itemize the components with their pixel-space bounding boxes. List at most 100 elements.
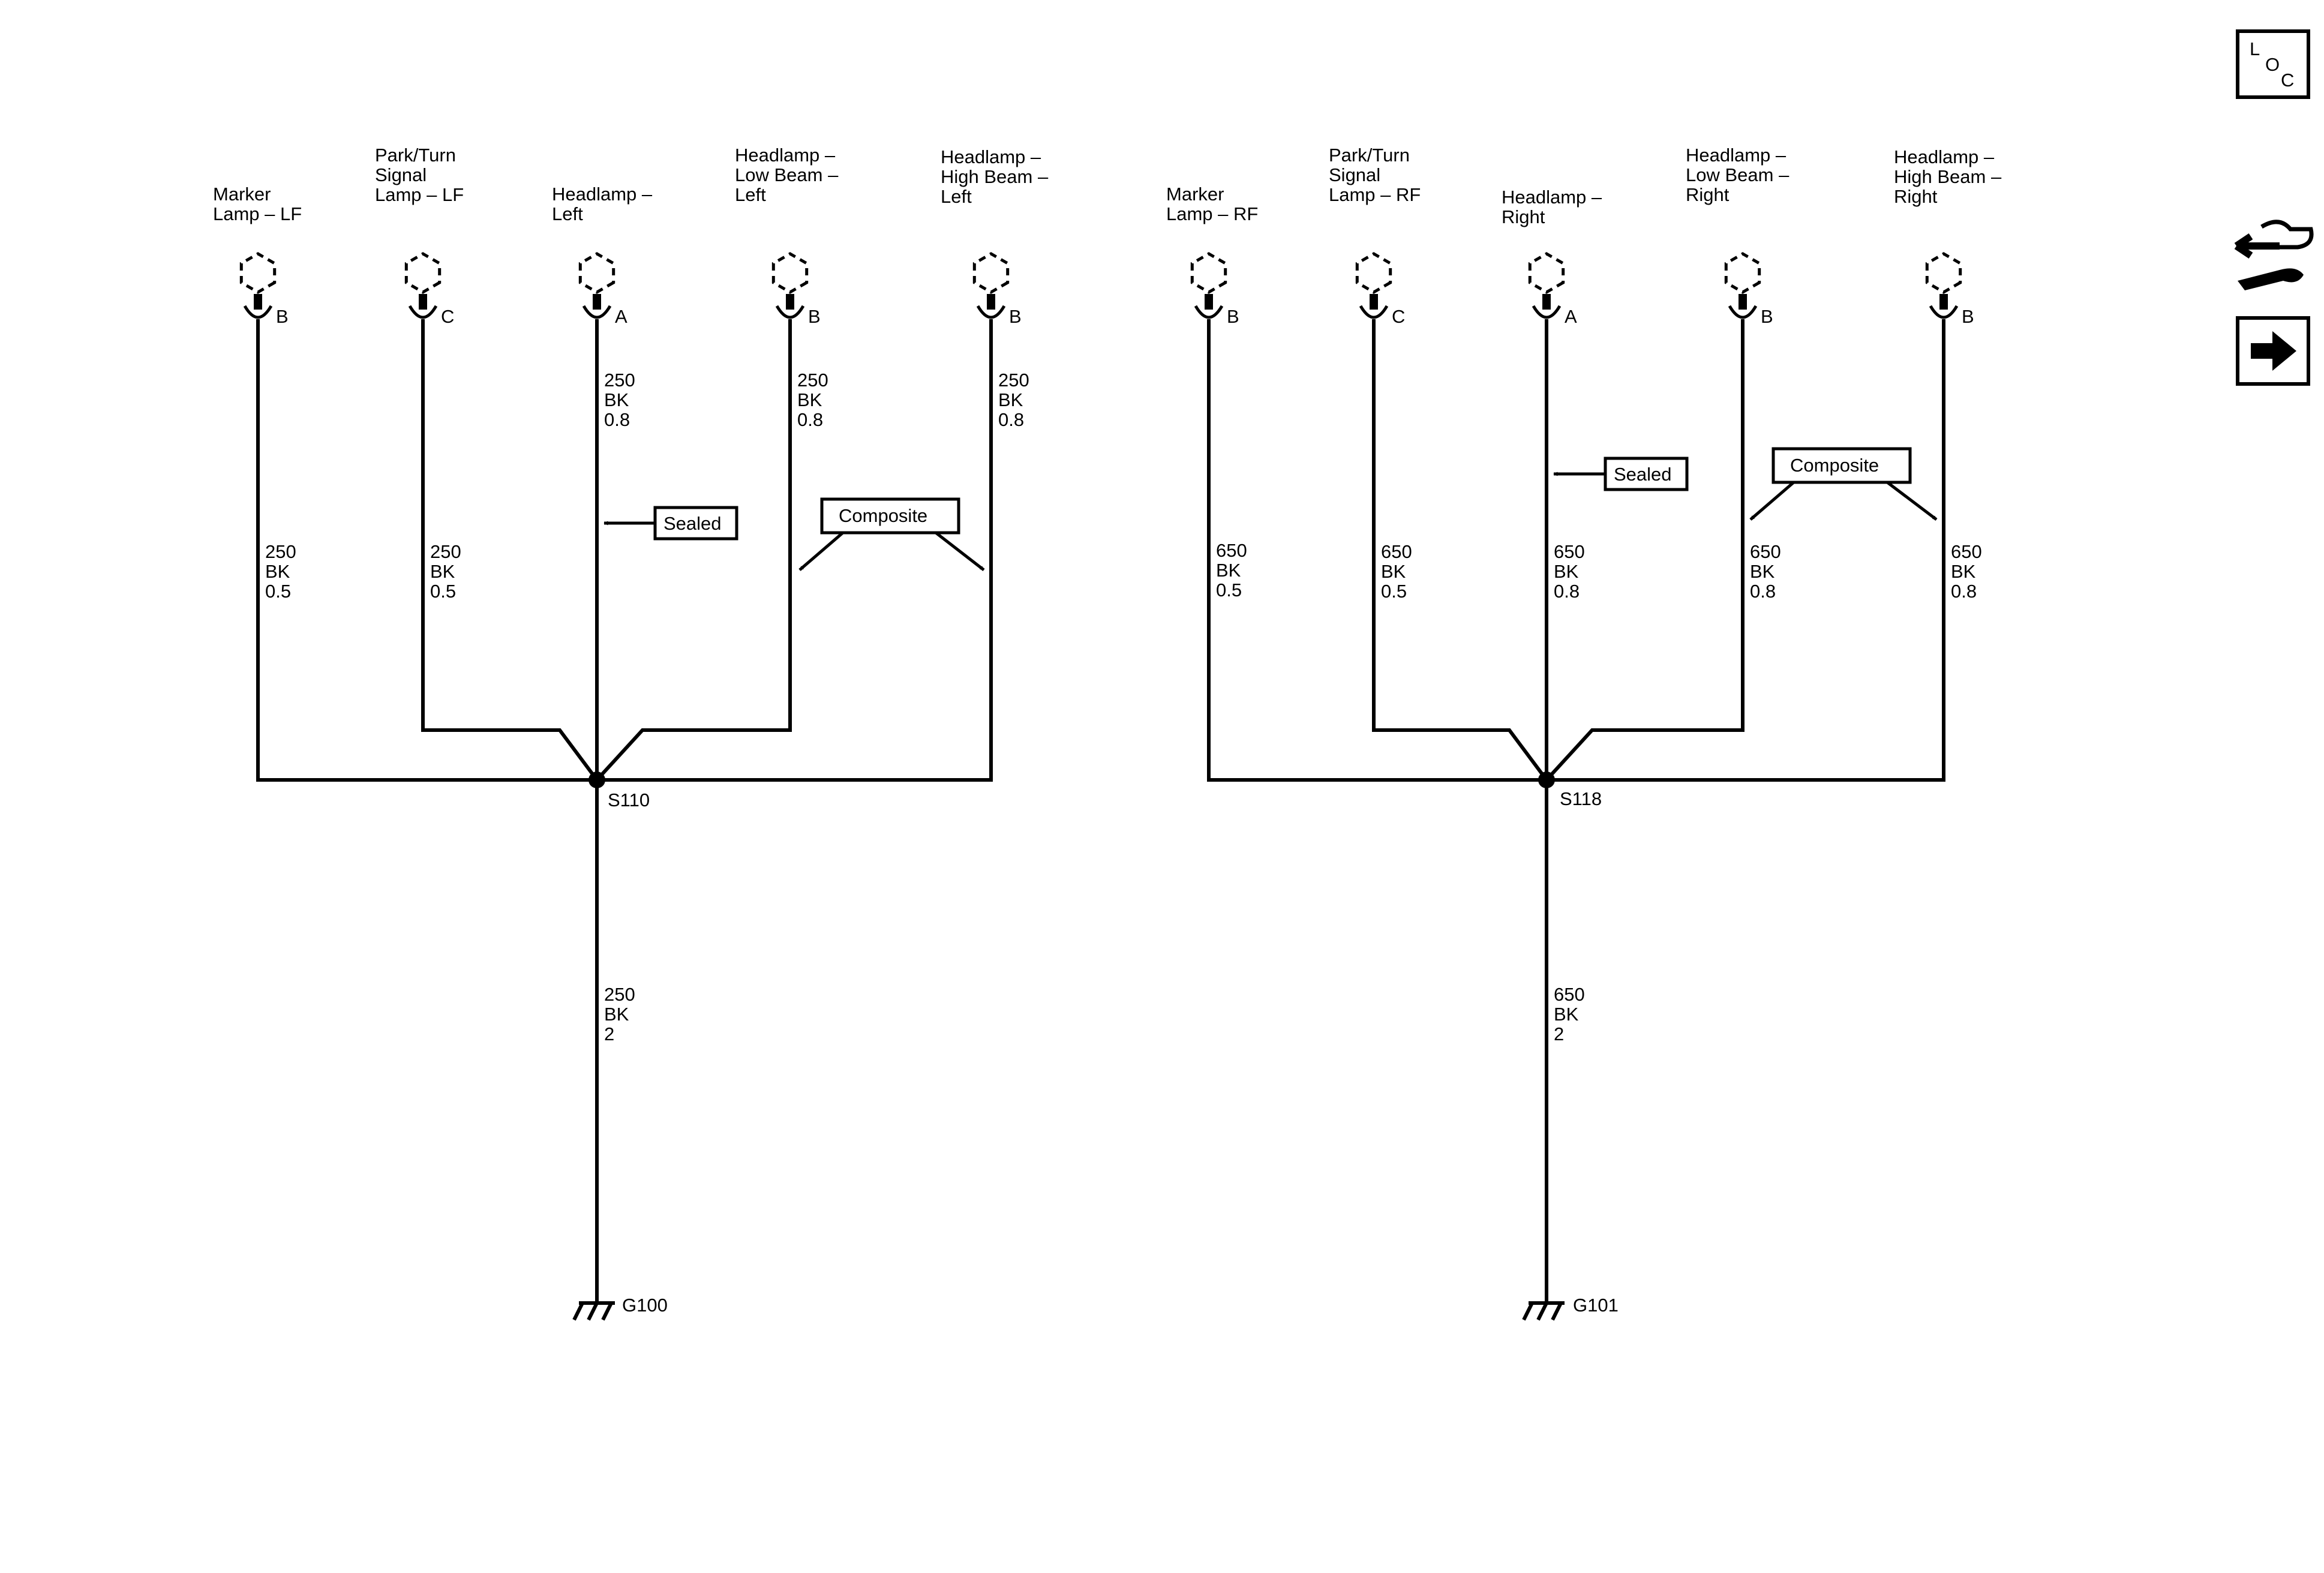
left-sealed-callout: Sealed — [603, 506, 738, 541]
left-component-3-name-line-2: Left — [552, 203, 583, 224]
left-component-2-name-line-3: Lamp – LF — [375, 184, 464, 205]
right-wire-2-label-line-2: BK — [1381, 561, 1406, 582]
left-component-5-name-line-1: Headlamp – — [941, 146, 1041, 167]
left-pin-1: B — [276, 306, 289, 327]
right-component-1-name-line-2: Lamp – RF — [1166, 203, 1258, 224]
left-wiring — [256, 319, 993, 1305]
left-wire-3-label-line-1: 250 — [604, 370, 635, 391]
right-splice-label: S118 — [1560, 788, 1602, 809]
left-wire-4-label-line-3: 0.8 — [797, 409, 823, 430]
loc-letter-c: C — [2281, 70, 2294, 91]
right-wire-4-label-line-1: 650 — [1750, 541, 1781, 562]
splice-point-icon — [588, 772, 605, 788]
connector-cup-icon — [1194, 305, 1224, 319]
left-wire-5-label-line-2: BK — [998, 389, 1023, 410]
lamp-outline-icon — [239, 252, 277, 294]
terminal-pin-icon — [1205, 294, 1213, 310]
left-wire-1-label-line-3: 0.5 — [265, 581, 291, 602]
wire-outer-branches — [256, 319, 993, 782]
lamp-outline-icon — [771, 252, 809, 294]
left-component-2-name-line-1: Park/Turn — [375, 145, 456, 166]
right-component-2-name-line-3: Lamp – RF — [1329, 184, 1421, 205]
left-trunk-wire-label-line-1: 250 — [604, 984, 635, 1005]
left-component-5-name-line-3: Left — [941, 186, 972, 207]
right-component-5-name-line-1: Headlamp – — [1894, 146, 1995, 167]
left-component-3-name-line-1: Headlamp – — [552, 184, 653, 205]
right-wire-2-label-line-3: 0.5 — [1381, 581, 1407, 602]
left-component-4-name-line-3: Left — [735, 184, 766, 205]
right-component-1-name-line-1: Marker — [1166, 184, 1224, 205]
right-component-4-name-line-1: Headlamp – — [1686, 145, 1786, 166]
terminal-pin-icon — [254, 294, 262, 310]
right-trunk-wire-label-line-1: 650 — [1554, 984, 1585, 1005]
splice-point-icon — [1538, 772, 1555, 788]
right-wire-1-label-line-3: 0.5 — [1216, 580, 1242, 601]
left-wire-1-label-line-2: BK — [265, 561, 290, 582]
right-pin-5: B — [1962, 306, 1974, 327]
left-pin-4: B — [808, 306, 821, 327]
right-wire-5-label-line-3: 0.8 — [1951, 581, 1977, 602]
connector-cup-icon — [582, 305, 612, 319]
left-trunk-wire-label-line-2: BK — [604, 1004, 629, 1025]
lamp-outline-icon — [1724, 252, 1761, 294]
terminal-pin-icon — [1739, 294, 1747, 310]
left-wire-2-label-line-3: 0.5 — [430, 581, 456, 602]
lamp-outline-icon — [1355, 252, 1392, 294]
right-wire-5-label-line-2: BK — [1951, 561, 1976, 582]
terminal-pin-icon — [593, 294, 601, 310]
left-wire-4-label-line-1: 250 — [797, 370, 828, 391]
left-trunk-wire-label-line-3: 2 — [604, 1023, 614, 1044]
left-component-1-name-line-1: Marker — [213, 184, 271, 205]
lamp-outline-icon — [578, 252, 615, 294]
right-pin-2: C — [1392, 306, 1405, 327]
right-trunk-wire-label-line-2: BK — [1554, 1004, 1579, 1025]
right-sealed-callout: Sealed — [1553, 457, 1689, 491]
right-pin-4: B — [1761, 306, 1773, 327]
wire-outer-branches — [1207, 319, 1945, 782]
sealed-label: Sealed — [1614, 464, 1672, 485]
right-composite-callout: Composite — [1749, 447, 1938, 521]
connector-repair-icon[interactable] — [2234, 220, 2314, 290]
right-pin-1: B — [1227, 306, 1239, 327]
loc-letter-o: O — [2265, 54, 2280, 75]
left-component-1-name-line-2: Lamp – LF — [213, 203, 302, 224]
left-wire-2-label-line-2: BK — [430, 561, 455, 582]
right-wire-1-label-line-2: BK — [1216, 560, 1241, 581]
lamp-outline-icon — [1925, 252, 1962, 294]
loc-icon[interactable]: L O C — [2236, 29, 2310, 99]
connector-cup-icon — [976, 305, 1006, 319]
next-page-arrow-icon[interactable] — [2236, 316, 2310, 386]
left-pin-5: B — [1009, 306, 1022, 327]
left-component-5-name-line-2: High Beam – — [941, 166, 1049, 187]
left-wire-3-label-line-3: 0.8 — [604, 409, 630, 430]
loc-letter-l: L — [2250, 38, 2260, 59]
right-component-2-name-line-2: Signal — [1329, 164, 1380, 185]
right-wire-3-label-line-2: BK — [1554, 561, 1579, 582]
right-wire-1-label-line-1: 650 — [1216, 540, 1247, 561]
terminal-pin-icon — [1370, 294, 1378, 310]
connector-cup-icon — [408, 305, 438, 319]
lamp-outline-icon — [1528, 252, 1565, 294]
left-pin-3: A — [615, 306, 627, 327]
wire-inner-branch-1 — [421, 319, 600, 783]
right-pin-3: A — [1565, 306, 1577, 327]
right-component-4-name-line-3: Right — [1686, 184, 1730, 205]
sealed-label: Sealed — [663, 513, 722, 534]
composite-label: Composite — [1790, 455, 1879, 476]
connector-cup-icon — [1532, 305, 1562, 319]
connector-cup-icon — [243, 305, 273, 319]
left-wire-5-label-line-3: 0.8 — [998, 409, 1024, 430]
ground-icon — [572, 1301, 615, 1321]
